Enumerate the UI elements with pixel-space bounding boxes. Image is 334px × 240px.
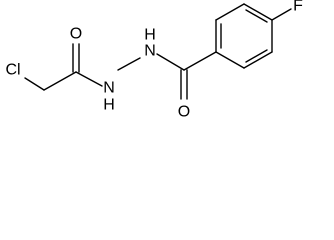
atom-hydrogen-right: H — [144, 27, 156, 44]
ring-bond-5 — [243, 51, 273, 69]
ring-bond-6 — [215, 51, 245, 69]
bond-ring-f — [271, 8, 292, 21]
ring-bond-2 — [215, 3, 245, 21]
atom-chlorine: Cl — [5, 62, 20, 79]
bond-c1-n1 — [75, 71, 103, 87]
bond-n1-n2 — [117, 57, 141, 71]
bond-cl-ch2 — [24, 77, 45, 91]
atom-nitrogen-right: N — [144, 43, 156, 60]
atom-oxygen-acyl: O — [70, 26, 82, 43]
ring-bond-3 — [243, 3, 273, 21]
structure-diagram: Cl O N H N H O F — [5, 0, 303, 121]
ring-double-bond-2 — [245, 9, 268, 23]
atom-oxygen-benzoyl: O — [178, 104, 190, 121]
bond-c2-ring — [183, 51, 217, 71]
ring-double-bond-3 — [245, 49, 268, 63]
atom-fluorine: F — [293, 0, 303, 15]
atom-hydrogen-left: H — [103, 97, 115, 114]
bond-n2-c2 — [156, 53, 185, 71]
atom-nitrogen-left: N — [103, 80, 115, 97]
bond-ch2-c1 — [43, 71, 77, 91]
